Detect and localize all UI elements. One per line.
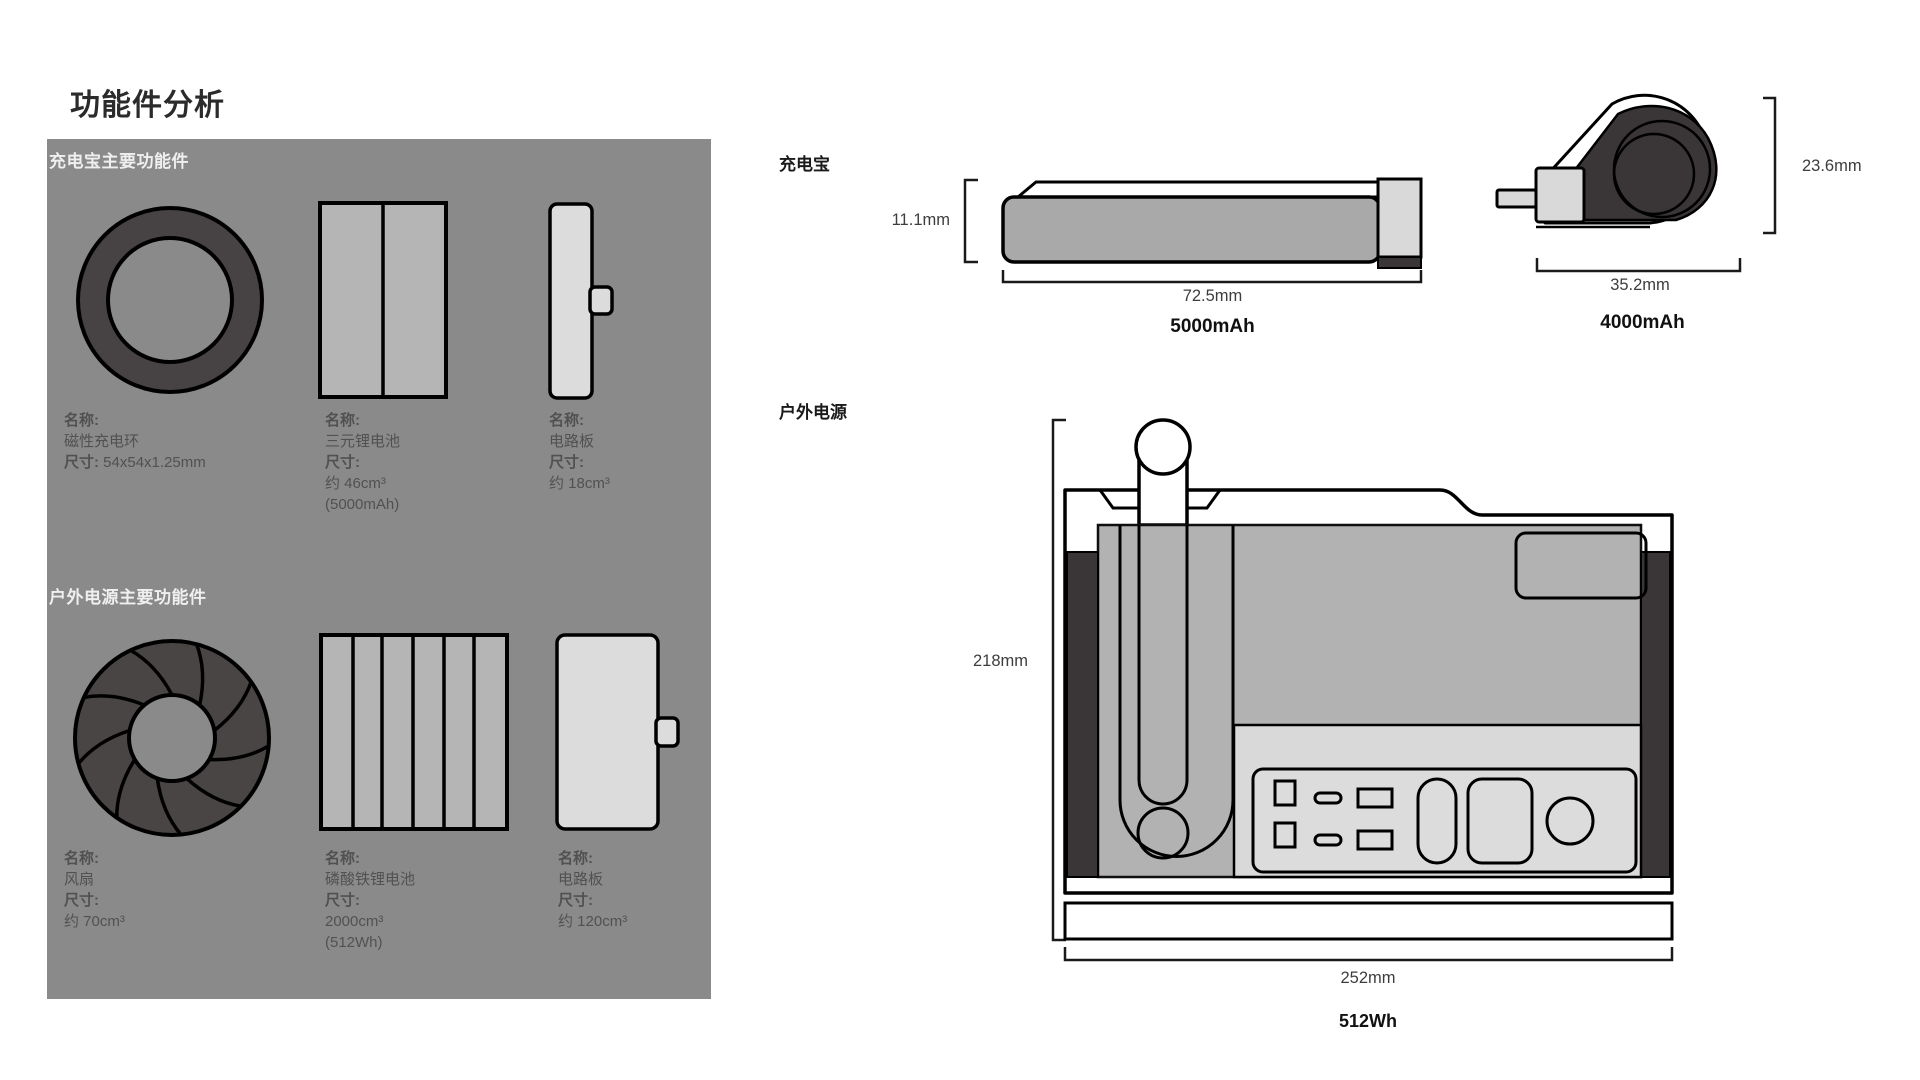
magnetic-ring-illustration (76, 206, 264, 394)
circuit-board-illustration-2 (555, 633, 680, 831)
powerbank-side-view-drawing (963, 177, 1423, 284)
outdoor-capacity: 512Wh (1338, 1011, 1398, 1031)
item-text-board-2: 名称: 电路板 尺寸: 约 120cm³ (558, 850, 628, 930)
powerbank-front-height-dim: 23.6mm (1802, 157, 1862, 175)
lifepo4-battery-illustration (319, 633, 509, 831)
outdoor-section-label: 户外电源 (779, 403, 847, 422)
item-text-lifepo4-battery: 名称: 磷酸铁锂电池 尺寸: 2000cm³ (512Wh) (325, 850, 416, 951)
outdoor-height-dim: 218mm (972, 652, 1028, 670)
powerbank-front-view-drawing (1495, 93, 1777, 273)
outdoor-power-drawing (1051, 418, 1674, 962)
section-header-powerbank: 充电宝主要功能件 (49, 152, 189, 171)
outdoor-width-dim: 252mm (1340, 969, 1396, 987)
item-text-fan: 名称: 风扇 尺寸: 约 70cm³ (64, 850, 125, 930)
powerbank-height-dim: 11.1mm (891, 211, 950, 229)
powerbank-front-width-dim: 35.2mm (1610, 276, 1670, 294)
powerbank-capacity-5000: 5000mAh (1170, 316, 1255, 337)
section-header-outdoor: 户外电源主要功能件 (49, 588, 207, 607)
item-text-ring: 名称: 磁性充电环 尺寸: 54x54x1.25mm (64, 412, 206, 471)
ternary-battery-illustration (318, 201, 448, 399)
fan-illustration (73, 639, 271, 837)
powerbank-width-dim: 72.5mm (1182, 287, 1243, 305)
powerbank-section-label: 充电宝 (779, 155, 830, 174)
powerbank-capacity-4000: 4000mAh (1600, 312, 1685, 333)
item-text-ternary-battery: 名称: 三元锂电池 尺寸: 约 46cm³ (5000mAh) (325, 412, 401, 513)
item-text-board-1: 名称: 电路板 尺寸: 约 18cm³ (549, 412, 610, 492)
circuit-board-illustration-1 (548, 202, 614, 400)
page-title: 功能件分析 (70, 89, 225, 122)
